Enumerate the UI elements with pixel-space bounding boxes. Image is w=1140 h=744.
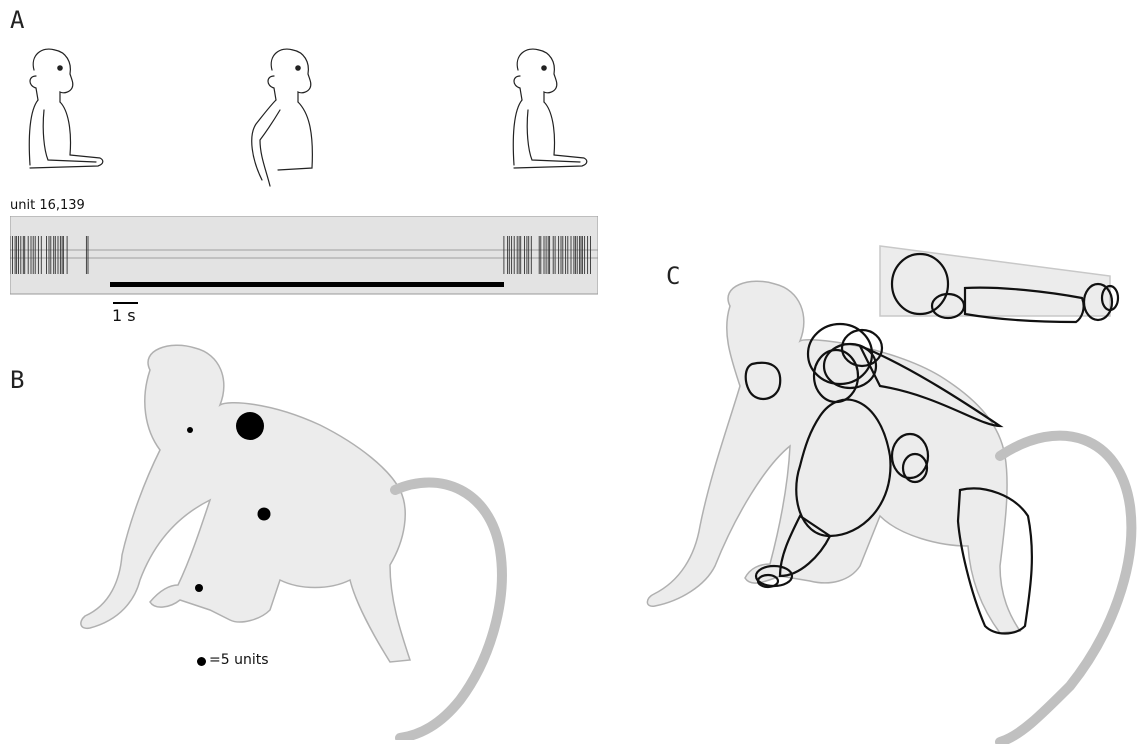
time-scale-label: 1 s bbox=[112, 306, 136, 325]
posture-sketches bbox=[0, 40, 640, 200]
monkey-tail-b bbox=[395, 483, 502, 739]
forelimb-inset bbox=[880, 246, 1110, 316]
stimulus-bar bbox=[110, 282, 504, 287]
monkey-body-c bbox=[647, 281, 1020, 633]
posture-sketch-reach bbox=[252, 49, 313, 186]
monkey-figure-c bbox=[640, 236, 1140, 744]
panel-letter-b: B bbox=[10, 366, 24, 394]
monkey-body-b bbox=[81, 345, 410, 662]
posture-sketch-rest-1 bbox=[29, 49, 103, 168]
recording-site-wrist bbox=[195, 584, 203, 592]
legend-dot bbox=[197, 657, 206, 666]
spike-raster bbox=[10, 216, 598, 296]
monkey-figure-b bbox=[60, 340, 520, 740]
unit-label: unit 16,139 bbox=[10, 198, 85, 213]
panel-letter-a: A bbox=[10, 6, 24, 34]
recording-site-shoulder bbox=[236, 412, 264, 440]
recording-site-elbow bbox=[258, 508, 271, 521]
recording-site-face bbox=[187, 427, 193, 433]
legend-label: =5 units bbox=[209, 652, 269, 668]
monkey-tail-c bbox=[1000, 436, 1131, 742]
posture-sketch-rest-2 bbox=[513, 49, 587, 168]
